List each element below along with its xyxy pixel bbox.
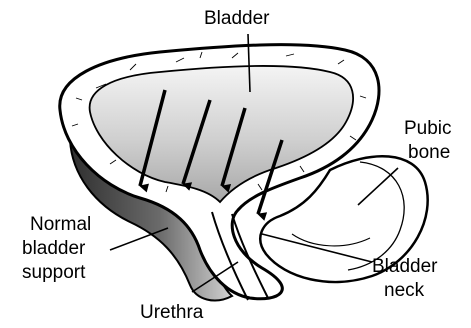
label-urethra: Urethra xyxy=(140,302,204,323)
label-pubic-bone-line2: bone xyxy=(408,142,450,163)
label-support-line1: Normal xyxy=(30,214,91,235)
label-bladder: Bladder xyxy=(204,8,270,29)
label-bladder-neck-line2: neck xyxy=(384,280,425,301)
label-bladder-neck-line1: Bladder xyxy=(372,256,438,277)
label-support-line3: support xyxy=(22,262,86,283)
label-pubic-bone-line1: Pubic xyxy=(404,118,452,139)
label-support-line2: bladder xyxy=(22,238,86,259)
